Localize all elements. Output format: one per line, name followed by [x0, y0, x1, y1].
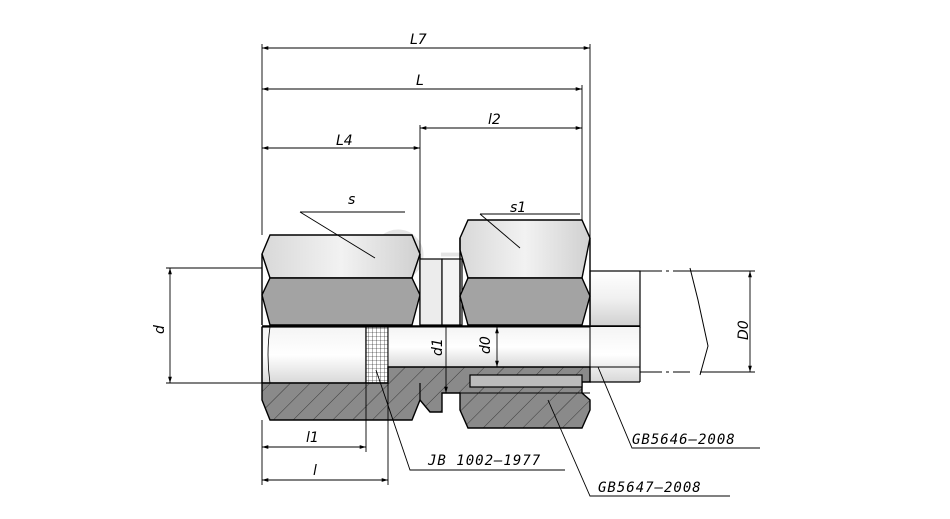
- dim-L7: L7: [410, 32, 427, 48]
- dim-d0: d0: [478, 336, 494, 354]
- dim-s: s: [348, 192, 355, 208]
- ref-gb5646: GB5646—2008: [632, 432, 736, 448]
- ref-jb1002: JB 1002—1977: [427, 453, 541, 469]
- dim-D0: D0: [736, 320, 752, 340]
- left-nut-upper: [261, 234, 421, 326]
- ref-gb5647: GB5647—2008: [598, 480, 702, 496]
- right-nut-upper: [459, 219, 591, 326]
- dim-d: d: [152, 325, 168, 334]
- dim-l: l: [313, 463, 317, 479]
- dim-s1: s1: [510, 200, 526, 216]
- dim-L4: L4: [336, 133, 353, 149]
- pipe: [589, 267, 709, 383]
- dim-l1: l1: [306, 430, 319, 446]
- dim-d1: d1: [430, 338, 446, 356]
- dimension-lines: [166, 44, 760, 497]
- lower-section: [261, 326, 640, 429]
- body-neck-upper: [419, 258, 463, 326]
- dim-L: L: [416, 73, 424, 89]
- dim-l2: l2: [488, 112, 501, 128]
